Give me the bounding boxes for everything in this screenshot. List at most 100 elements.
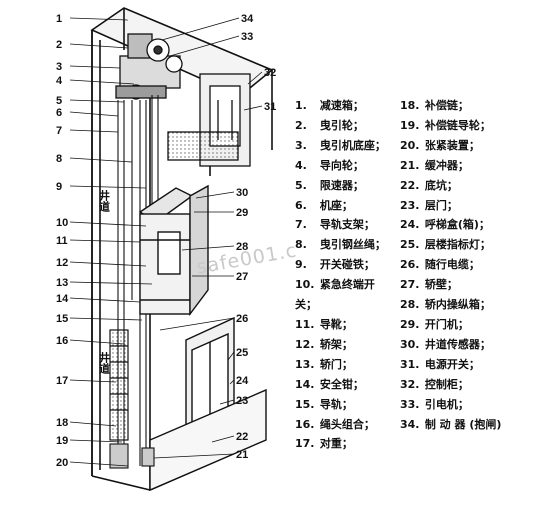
leader-26 [159, 317, 235, 331]
legend-item-19: 19. 补偿链导轮； [400, 116, 530, 136]
legend-number: 14. [295, 377, 315, 391]
legend-item-32: 32. 控制柜； [400, 375, 530, 395]
legend-text: 层门； [421, 198, 458, 212]
legend-text: 引电机； [421, 397, 469, 411]
legend-text: 对重； [316, 437, 353, 451]
callout-6: 6 [56, 107, 62, 119]
elevator-car [138, 184, 209, 317]
callout-30: 30 [236, 187, 248, 199]
leader-21 [153, 453, 235, 459]
legend-text: 缓冲器； [421, 158, 469, 172]
legend-text: 随行电缆； [421, 258, 480, 272]
legend-text: 井道传感器； [421, 337, 491, 351]
legend-left-column: 1. 减速箱；2. 曳引轮；3. 曳引机底座；4. 导向轮；5. 限速器；6. … [295, 96, 391, 454]
leader-8 [69, 157, 133, 163]
callout-7: 7 [56, 125, 62, 137]
callout-2: 2 [56, 39, 62, 51]
legend-number: 20. [400, 138, 420, 152]
legend-number: 33. [400, 397, 420, 411]
leader-9 [69, 185, 147, 189]
legend-item-11: 11. 导靴； [295, 315, 391, 335]
legend-number: 5. [295, 178, 307, 192]
legend-item-21: 21. 缓冲器； [400, 156, 530, 176]
legend-number: 17. [295, 437, 315, 451]
legend-text: 制 动 器 (抱闸) [421, 417, 502, 431]
legend-item-9: 9. 开关碰铁； [295, 255, 391, 275]
leader-22 [211, 435, 235, 443]
leader-23 [219, 399, 235, 405]
callout-12: 12 [56, 257, 68, 269]
callout-4: 4 [56, 75, 63, 87]
legend-text: 导向轮； [316, 158, 364, 172]
legend-number: 6. [295, 198, 307, 212]
legend-item-17: 17. 对重； [295, 434, 391, 454]
legend-text: 导轨； [316, 397, 353, 411]
legend-item-7: 7. 导轨支架； [295, 215, 391, 235]
callout-25: 25 [236, 347, 248, 359]
callout-17: 17 [56, 375, 68, 387]
legend-number: 12. [295, 337, 315, 351]
leader-14 [69, 297, 141, 303]
legend-text: 补偿链； [421, 99, 469, 112]
landing-door [149, 316, 267, 492]
leader-15 [69, 317, 143, 321]
callout-27: 27 [236, 271, 248, 283]
leader-32 [247, 71, 263, 85]
leader-28 [181, 245, 235, 251]
leader-11 [69, 239, 141, 243]
legend-number: 22. [400, 178, 420, 192]
legend-item-25: 25. 层楼指标灯； [400, 235, 530, 255]
callout-leaders-right [153, 17, 263, 459]
legend-number: 7. [295, 218, 307, 232]
legend-item-33: 33. 引电机； [400, 395, 530, 415]
callout-23: 23 [236, 395, 248, 407]
legend-item-2: 2. 曳引轮； [295, 116, 391, 136]
leader-17 [69, 379, 117, 383]
leader-16 [69, 339, 125, 345]
legend-text: 控制柜； [421, 377, 469, 391]
leader-31 [243, 105, 263, 111]
legend-number: 4. [295, 158, 307, 172]
legend-number: 2. [295, 118, 307, 132]
shaft-label-lower: 井道 [98, 351, 111, 375]
legend-text: 曳引钢丝绳； [316, 238, 386, 252]
legend-number: 18. [400, 99, 420, 112]
leader-4 [69, 79, 135, 85]
callout-32: 32 [264, 67, 276, 79]
legend-number: 10. [295, 278, 315, 292]
callout-21: 21 [236, 449, 248, 461]
leader-10 [69, 221, 147, 227]
legend-number: 9. [295, 258, 307, 272]
legend-text: 底坑； [421, 178, 458, 192]
legend-item-15: 15. 导轨； [295, 395, 391, 415]
legend-item-28: 28. 轿内操纵箱； [400, 295, 530, 315]
legend-text: 导靴； [316, 317, 353, 331]
legend-number: 25. [400, 238, 420, 252]
callout-22: 22 [236, 431, 248, 443]
legend-item-16: 16. 绳头组合； [295, 415, 391, 435]
legend-number: 11. [295, 317, 315, 331]
leader-24 [229, 379, 235, 385]
legend-number: 23. [400, 198, 420, 212]
legend-number: 1. [295, 99, 307, 112]
legend-item-26: 26. 随行电缆； [400, 255, 530, 275]
legend-text: 张紧装置； [421, 138, 480, 152]
legend-number: 21. [400, 158, 420, 172]
legend-text: 开关碰铁； [316, 258, 375, 272]
legend-item-34: 34. 制 动 器 (抱闸) [400, 415, 530, 435]
callout-13: 13 [56, 277, 68, 289]
leader-19 [69, 439, 123, 443]
legend-right-column: 18. 补偿链；19. 补偿链导轮；20. 张紧装置；21. 缓冲器；22. 底… [400, 96, 530, 434]
legend-text: 开门机； [421, 317, 469, 331]
legend-text: 轿架； [316, 337, 353, 351]
legend-number: 13. [295, 357, 315, 371]
legend-number: 32. [400, 377, 420, 391]
callout-8: 8 [56, 153, 62, 165]
legend-item-6: 6. 机座； [295, 196, 391, 216]
legend-item-3: 3. 曳引机底座； [295, 136, 391, 156]
callout-14: 14 [56, 293, 69, 305]
control-cabinet [167, 73, 251, 167]
leader-20 [69, 461, 129, 467]
legend-number: 27. [400, 278, 420, 292]
